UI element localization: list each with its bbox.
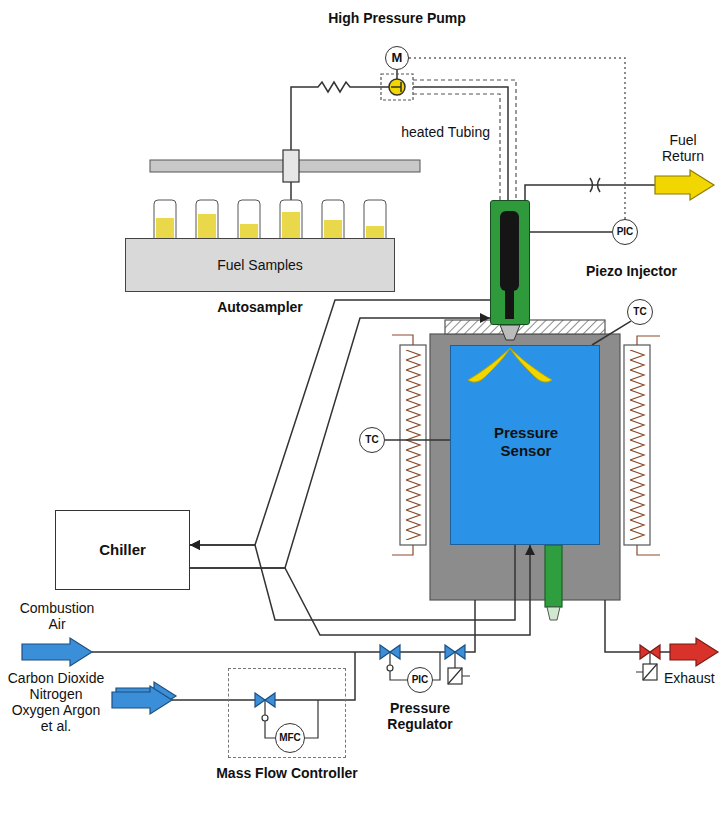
node-text: Mass Flow Controller [216,765,358,781]
valve-actuator-line [454,652,455,668]
valve-actuator-line [649,652,650,664]
label-anchor: heated Tubing [386,124,490,140]
gas-inlet-arrow [112,686,172,714]
air-supply-line [92,600,475,652]
component-label: Pressure Regulator [370,700,470,732]
pump-housing [381,74,413,100]
node-text: TC [633,304,646,320]
flow-label: Exhaust [664,670,724,686]
valve-actuator [262,715,268,721]
flow-sense-line [305,700,318,738]
needle-holder [283,150,299,182]
gas-supply-line [172,652,355,700]
label-anchor: Carbon Dioxide Nitrogen Oxygen Argon et … [4,670,108,734]
exhaust-arrow [670,638,718,666]
label-anchor: Combustion Air [12,600,102,632]
fuel-return-arrow [655,170,714,200]
coolant-supply-line [190,545,530,635]
sample-tray: Fuel SamplesAutosampler [125,238,395,292]
heated-tubing-jacket [413,80,516,200]
injector-nozzle [500,325,520,340]
pressure-sense-line [433,652,440,680]
injector-needle [505,289,514,319]
pressure-sensor-tip [547,607,560,620]
label-anchor: Fuel Return [650,132,716,164]
label-anchor: High Pressure Pump [317,10,477,26]
fuel-return-line [525,185,656,200]
heater-lead [392,335,413,555]
node-text: Fuel Samples [126,257,394,273]
solenoid-symbol-mark [448,668,470,684]
spray-plume [468,348,510,382]
pic-circle: PIC [407,667,433,693]
pressure-tap-line [530,231,612,233]
mfc-enclosure: Mass Flow ControllerMFC [228,668,346,758]
tc-circle: TC [359,427,385,453]
control-valve [380,645,400,659]
heated-tubing-jacket [413,94,500,200]
motor-circle: M [385,46,409,70]
label-anchor: Exhaust [664,670,724,686]
spray-plume [510,348,552,382]
node-text: PIC [617,224,634,240]
node-text: TC [365,432,378,448]
heater-lead [637,336,660,555]
node-text: PIC [412,672,429,688]
heater-plate [624,345,650,545]
thermocouple-lead [385,439,450,441]
label-anchor: Pressure Regulator [370,700,470,732]
node-text: MFC [279,730,301,746]
node-text: Autosampler [126,299,394,315]
pump-symbol [389,79,405,95]
piezo-stack [500,211,519,291]
coolant-return-line [190,545,515,620]
node-text: Pressure Sensor [481,424,571,460]
flow-restrictor [590,178,600,192]
high-pressure-line [413,87,508,200]
solenoid-symbol-mark [636,664,657,680]
control-valve [255,693,275,707]
mfc-circle: MFC [275,723,305,753]
combustion-chamber: Pressure Sensor [450,345,600,545]
fuel-feed-line [291,82,389,150]
piezo-injector: Piezo Injector [490,200,530,325]
heater-plate [400,345,426,545]
flow-label: Combustion Air [12,600,102,632]
node-text: Chiller [99,542,146,558]
node-text: Piezo Injector [586,263,677,279]
heater-coil [624,350,650,540]
tubing-label: heated Tubing [386,124,490,140]
node-text: M [392,50,403,66]
pump-symbol-mark [391,82,401,92]
exhaust-valve [640,645,660,659]
chamber-housing [430,334,620,600]
assembly-title: High Pressure Pump [317,10,477,26]
flow-label: Fuel Return [650,132,716,164]
chiller-box: Chiller [55,510,190,590]
solenoid-valve [445,645,465,659]
valve-actuator [387,665,393,671]
air-inlet-arrow [22,638,92,666]
coolant-supply-line [190,318,490,568]
pic-circle: PIC [612,219,638,245]
heater-coil [400,350,426,540]
gas-list: Carbon Dioxide Nitrogen Oxygen Argon et … [4,670,108,734]
pressure-sensor-body [545,545,562,607]
tc-circle: TC [627,299,653,325]
injector-body-outline [491,201,528,323]
fuel-spray [451,346,599,406]
thermocouple-lead [592,321,631,345]
coolant-return-line [190,300,490,545]
